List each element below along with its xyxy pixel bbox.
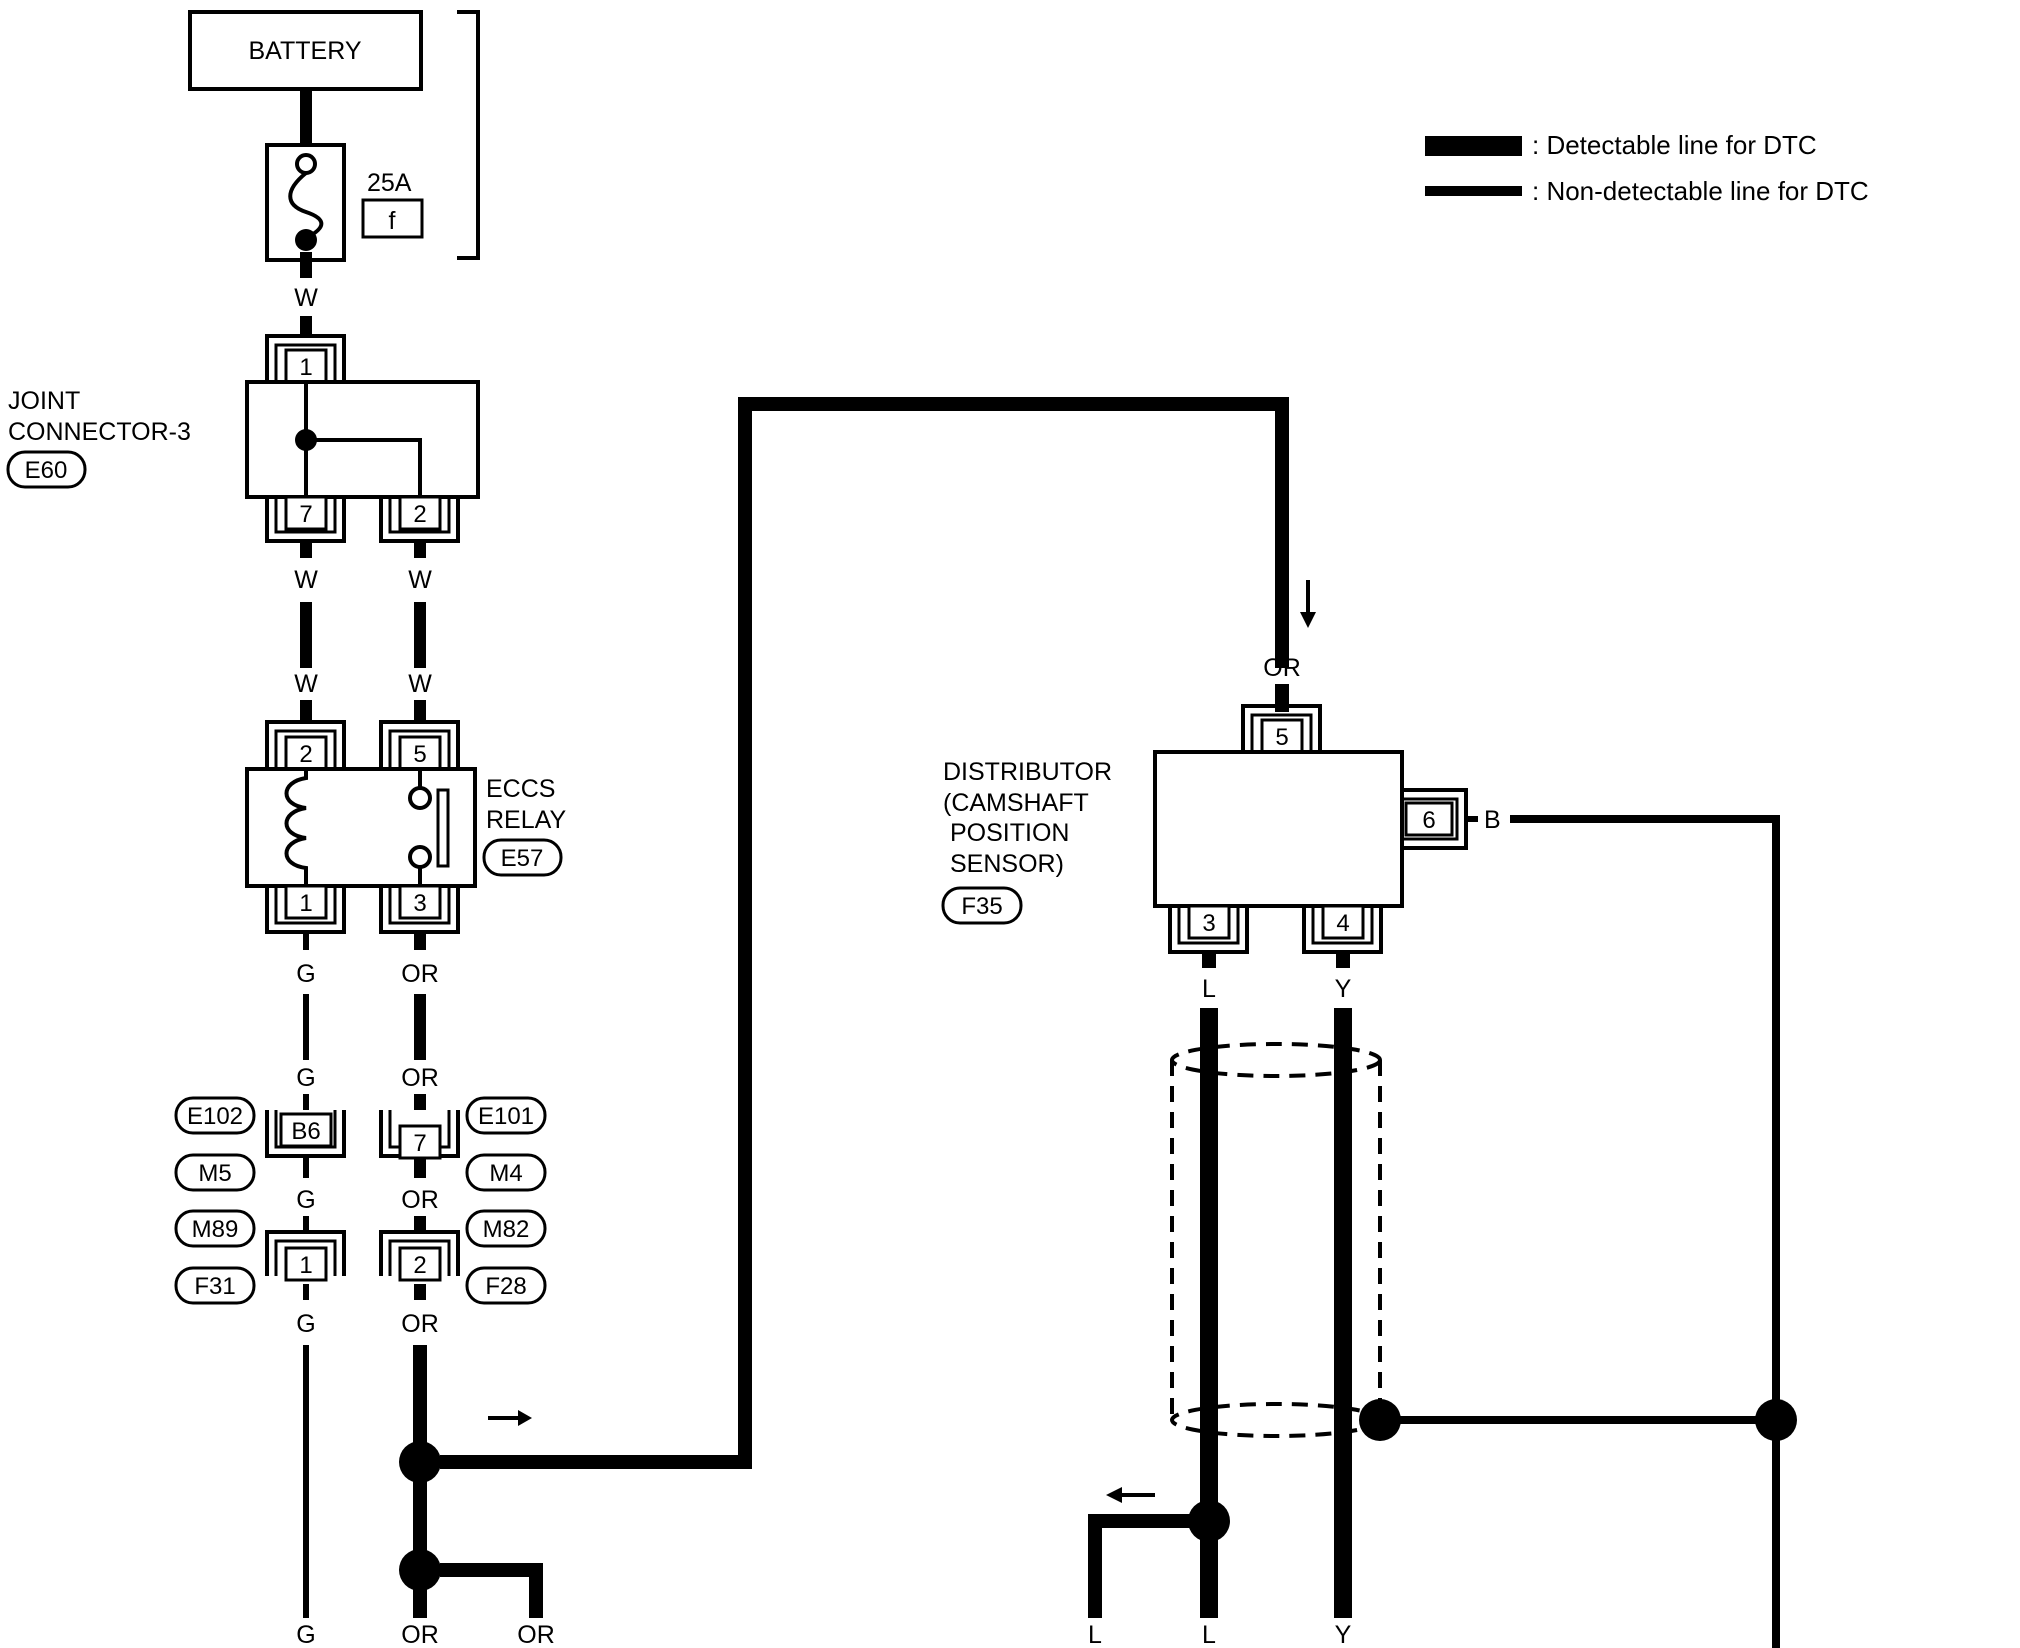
fuse-block-bracket xyxy=(457,10,480,260)
wire-color-label: G xyxy=(296,1064,315,1092)
battery-label: BATTERY xyxy=(249,37,362,65)
wire-color-label: L xyxy=(1202,1621,1216,1648)
distributor-label: SENSOR) xyxy=(950,850,1064,878)
legend-detectable-text: : Detectable line for DTC xyxy=(1532,130,1817,160)
arrow-left-icon xyxy=(1106,1487,1155,1503)
wire-color-label: OR xyxy=(401,1310,439,1338)
connector-ref: M89 xyxy=(192,1216,239,1243)
wire-color-label: L xyxy=(1088,1621,1102,1648)
wire-color-label: W xyxy=(294,284,318,312)
connector-ref: M82 xyxy=(483,1216,530,1243)
connector-ref: M4 xyxy=(489,1160,522,1187)
connector-2: 2 M82 F28 xyxy=(379,1209,547,1305)
wire-color-label: G xyxy=(296,1621,315,1648)
wire-color-label: OR xyxy=(517,1621,555,1648)
distributor-pin: 3 xyxy=(1202,910,1215,937)
distributor-pin: 4 xyxy=(1336,910,1349,937)
joint-connector-3: 1 7 2 JOINT CONNECTOR-3 E60 xyxy=(6,334,480,543)
wire-color-label: L xyxy=(1202,975,1216,1003)
fuse-rating: 25A xyxy=(367,169,412,197)
connector-pin: 7 xyxy=(413,1130,426,1157)
legend-non-detectable-text: : Non-detectable line for DTC xyxy=(1532,176,1869,206)
joint-connector-ref: E60 xyxy=(25,457,68,484)
eccs-relay-pin: 5 xyxy=(413,741,426,768)
eccs-relay: 2 5 1 3 ECCS RELAY E57 xyxy=(245,720,566,934)
eccs-relay-pin: 1 xyxy=(299,890,312,917)
distributor: 5 6 3 4 DISTRIBUTOR (CAMSHAFT POSITION S… xyxy=(941,704,1468,954)
wire-color-label: W xyxy=(294,566,318,594)
wire-color-label: Y xyxy=(1335,975,1352,1003)
arrow-down-icon xyxy=(1300,580,1316,628)
wire-color-label: OR xyxy=(401,1621,439,1648)
distributor-pin: 5 xyxy=(1275,724,1288,751)
distributor-label: (CAMSHAFT xyxy=(943,789,1089,817)
wire-color-label: OR xyxy=(401,1064,439,1092)
wire-color-label: W xyxy=(294,670,318,698)
eccs-relay-ref: E57 xyxy=(501,845,544,872)
wire-color-label: G xyxy=(296,960,315,988)
distributor-label: POSITION xyxy=(950,819,1069,847)
joint-connector-pin: 2 xyxy=(413,501,426,528)
eccs-relay-pin: 2 xyxy=(299,741,312,768)
legend-detectable-swatch xyxy=(1425,136,1522,156)
connector-b6: B6 E102 M5 xyxy=(174,1096,346,1192)
battery: BATTERY xyxy=(188,10,423,91)
connector-ref: F28 xyxy=(485,1273,526,1300)
connector-ref: E101 xyxy=(478,1103,534,1130)
eccs-relay-label: RELAY xyxy=(486,806,566,834)
splice-dot xyxy=(399,1549,441,1591)
joint-connector-label: CONNECTOR-3 xyxy=(8,418,191,446)
wire-color-label: OR xyxy=(1263,654,1301,682)
connector-pin: B6 xyxy=(291,1118,320,1145)
connector-ref: E102 xyxy=(187,1103,243,1130)
connector-pin: 2 xyxy=(413,1252,426,1279)
joint-connector-pin: 7 xyxy=(299,501,312,528)
splice-dot xyxy=(1359,1399,1401,1441)
distributor-pin: 6 xyxy=(1422,807,1435,834)
legend-non-detectable-swatch xyxy=(1425,186,1522,196)
eccs-relay-pin: 3 xyxy=(413,890,426,917)
fuse: 25A f xyxy=(265,143,424,262)
joint-connector-label: JOINT xyxy=(8,387,80,415)
splice-dot xyxy=(1755,1399,1797,1441)
distributor-label: DISTRIBUTOR xyxy=(943,758,1112,786)
splice-dot xyxy=(1188,1500,1230,1542)
arrow-right-icon xyxy=(488,1410,532,1426)
connector-ref: M5 xyxy=(198,1160,231,1187)
wire-color-label: Y xyxy=(1335,1621,1352,1648)
joint-connector-pin: 1 xyxy=(299,354,312,381)
connector-7: 7 E101 M4 xyxy=(379,1096,547,1192)
wire-color-label: B xyxy=(1484,806,1501,834)
connector-ref: F31 xyxy=(194,1273,235,1300)
fuse-letter: f xyxy=(389,207,396,235)
wire-color-label: OR xyxy=(401,960,439,988)
eccs-relay-label: ECCS xyxy=(486,775,555,803)
wire-color-label: G xyxy=(296,1310,315,1338)
wire-color-label: OR xyxy=(401,1186,439,1214)
splice-dot xyxy=(399,1441,441,1483)
wire-color-label: W xyxy=(408,670,432,698)
distributor-ref: F35 xyxy=(961,893,1002,920)
wire-color-label: G xyxy=(296,1186,315,1214)
connector-pin: 1 xyxy=(299,1252,312,1279)
wire-color-label: W xyxy=(408,566,432,594)
connector-1: 1 M89 F31 xyxy=(174,1209,346,1305)
legend: : Detectable line for DTC : Non-detectab… xyxy=(1425,130,1869,206)
